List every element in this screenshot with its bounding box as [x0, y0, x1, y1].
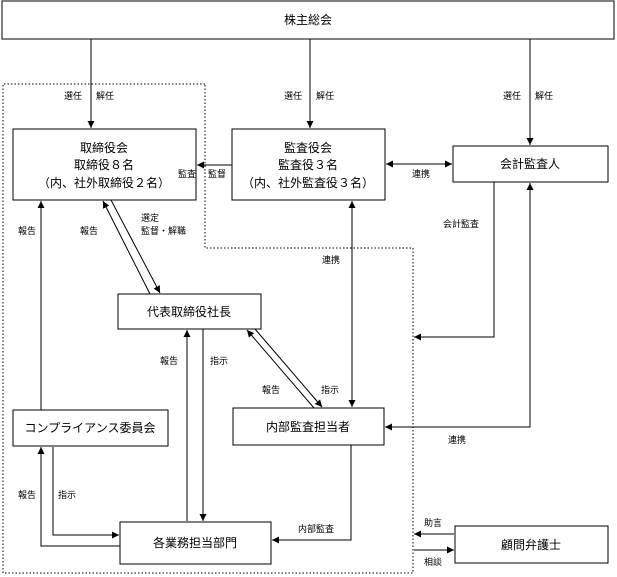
- arrow-internal-audit-to-divisions: [272, 445, 352, 544]
- shareholders-meeting-box: 株主総会: [1, 0, 615, 40]
- label-elect-audit-board: 選任: [284, 90, 302, 102]
- arrow-divisions-to-compliance: [37, 447, 120, 547]
- label-report-divisions-compliance: 報告: [18, 489, 36, 501]
- representative-director-box: 代表取締役社長: [117, 293, 262, 330]
- label-report-compliance-board: 報告: [18, 225, 36, 237]
- label-report-representative-board: 報告: [80, 225, 98, 237]
- label-elect-accounting-auditor: 選任: [503, 90, 521, 102]
- board-of-directors-box: 取締役会 取締役８名 （内、社外取締役２名）: [12, 128, 197, 201]
- label-advice: 助言: [424, 517, 442, 529]
- arrow-board-to-representative: [110, 199, 161, 294]
- label-select: 選定: [141, 212, 159, 224]
- label-dismiss-accounting-auditor: 解任: [535, 90, 553, 102]
- board-count: 取締役８名: [74, 157, 134, 172]
- audit-board-title: 監査役会: [284, 140, 332, 155]
- audit-board-outside-count: （内、社外監査役３名）: [242, 175, 374, 190]
- label-report-divisions-representative: 報告: [160, 355, 178, 367]
- compliance-committee-box: コンプライアンス委員会: [12, 409, 169, 447]
- label-dismiss-board: 解任: [96, 90, 114, 102]
- label-instruct-compliance-divisions: 指示: [58, 489, 76, 501]
- compliance-committee-label: コンプライアンス委員会: [25, 421, 156, 435]
- accounting-auditor-box: 会計監査人: [452, 145, 609, 183]
- label-elect-board: 選任: [64, 90, 82, 102]
- label-supervise: 監督: [208, 168, 226, 180]
- audit-board-box: 監査役会 監査役３名 （内、社外監査役３名）: [231, 128, 386, 201]
- shareholders-meeting-label: 株主総会: [284, 12, 332, 27]
- board-outside-count: （内、社外取締役２名）: [38, 175, 170, 190]
- accounting-auditor-label: 会計監査人: [500, 156, 560, 171]
- representative-director-label: 代表取締役社長: [147, 304, 231, 319]
- arrow-representative-to-board: [102, 200, 151, 295]
- label-instruct-representative-divisions: 指示: [210, 355, 228, 367]
- business-divisions-box: 各業務担当部門: [119, 521, 272, 565]
- business-divisions-label: 各業務担当部門: [153, 535, 237, 550]
- label-coop-audit-internal: 連携: [322, 254, 340, 266]
- arrow-accounting-auditor-internal-audit: [385, 183, 534, 431]
- label-supervise-dismiss: 監督・解職: [141, 225, 186, 237]
- board-title: 取締役会: [80, 140, 128, 155]
- arrow-accounting-audit: [414, 182, 495, 341]
- label-instruct-representative-internal: 指示: [321, 384, 339, 396]
- arrow-internal-audit-to-representative: [246, 329, 315, 409]
- legal-advisor-box: 顧問弁護士: [454, 525, 609, 564]
- label-dismiss-audit-board: 解任: [316, 90, 334, 102]
- label-coop-audit-accounting: 連携: [412, 168, 430, 180]
- label-audit: 監査: [178, 168, 196, 180]
- arrow-representative-to-internal-audit: [254, 328, 323, 408]
- internal-audit-label: 内部監査担当者: [266, 419, 350, 434]
- audit-board-count: 監査役３名: [278, 157, 338, 172]
- label-coop-accounting-internal: 連携: [448, 434, 466, 446]
- label-internal-audit: 内部監査: [298, 523, 334, 535]
- internal-audit-box: 内部監査担当者: [232, 407, 385, 446]
- legal-advisor-label: 顧問弁護士: [501, 537, 561, 552]
- label-accounting-audit: 会計監査: [443, 218, 479, 230]
- label-report-internal-representative: 報告: [262, 384, 280, 396]
- label-consult: 相談: [424, 556, 442, 568]
- arrow-compliance-to-divisions: [52, 447, 119, 539]
